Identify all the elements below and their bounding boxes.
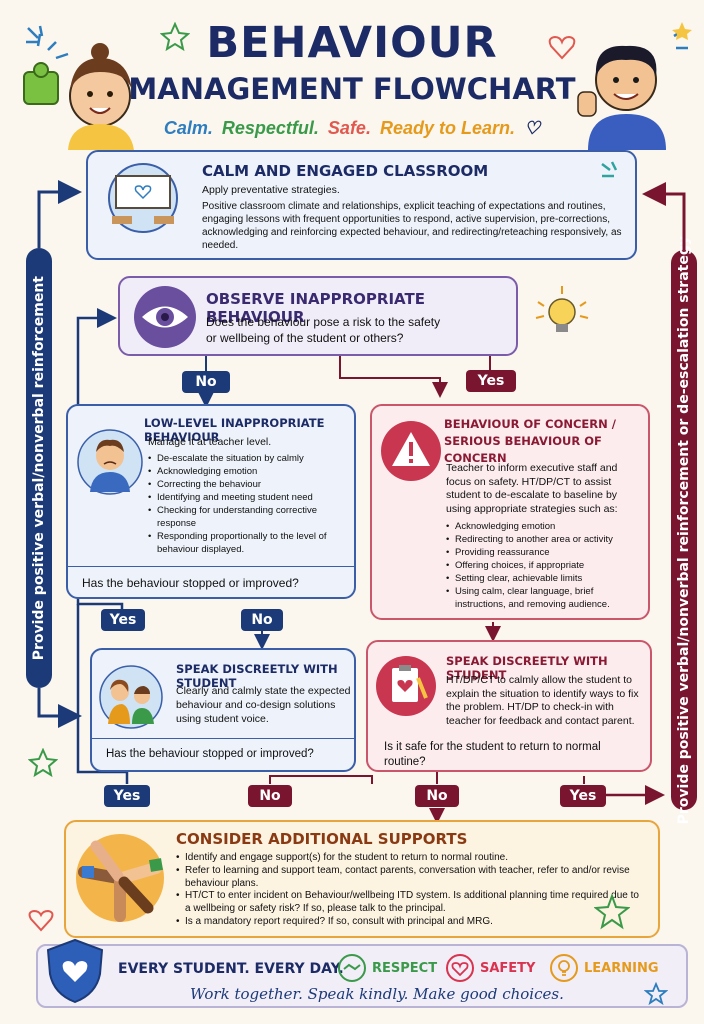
low-level-box: LOW-LEVEL INAPPROPRIATE BEHAVIOUR Manage…: [66, 404, 356, 599]
concern-box: BEHAVIOUR OF CONCERN / SERIOUS BEHAVIOUR…: [370, 404, 650, 620]
star-icon: [644, 982, 668, 1006]
sparkle-lines-icon: [601, 161, 618, 178]
eye-icon: [134, 286, 196, 348]
speak-right-yes-label: Yes: [560, 785, 606, 807]
concern-title: BEHAVIOUR OF CONCERN / SERIOUS BEHAVIOUR…: [444, 417, 616, 465]
observe-behaviour-box: OBSERVE INAPPROPRIATE BEHAVIOUR Does the…: [118, 276, 518, 356]
boy-thumbs-up-illustration: [577, 22, 692, 150]
footer-value-respect: RESPECT: [338, 954, 437, 982]
tagline: Calm. Respectful. Safe. Ready to Learn. …: [0, 118, 704, 139]
tagline-word-ready: Ready to Learn.: [379, 118, 516, 138]
supports-title: CONSIDER ADDITIONAL SUPPORTS: [176, 830, 468, 848]
additional-supports-box: CONSIDER ADDITIONAL SUPPORTS Identify an…: [64, 820, 660, 938]
calm-subtitle: Apply preventative strategies.: [202, 184, 340, 196]
observe-yes-label: Yes: [466, 370, 516, 392]
warning-icon: [381, 421, 441, 481]
page-title: BEHAVIOUR: [206, 18, 498, 68]
page-subtitle: MANAGEMENT FLOWCHART: [128, 72, 576, 106]
lightbulb-icon: [535, 286, 589, 332]
speak-right-question: Is it safe for the student to return to …: [384, 741, 601, 768]
observe-no-label: No: [182, 371, 230, 393]
handshake-icon: [338, 954, 366, 982]
speak-discreetly-left-box: SPEAK DISCREETLY WITH STUDENT Clearly an…: [90, 648, 356, 772]
clipboard-heart-icon: [376, 656, 436, 716]
left-reinforcement-bar: Provide positive verbal/nonverbal reinfo…: [26, 248, 52, 688]
girl-with-puzzle-illustration: [23, 33, 134, 150]
heart-circle-icon: [446, 954, 474, 982]
footer-banner: [36, 944, 688, 1008]
star-icon: [28, 748, 58, 778]
speak-right-body: HT/DP/CT to calmly allow the student to …: [446, 674, 639, 727]
classroom-illustration: [108, 163, 178, 233]
two-students-illustration: [99, 665, 163, 729]
speak-left-no-label: No: [248, 785, 292, 807]
sad-boy-illustration: [77, 429, 143, 495]
footer-slogan: Work together. Speak kindly. Make good c…: [190, 985, 564, 1003]
low-yes-label: Yes: [101, 609, 145, 631]
tagline-word-safe: Safe.: [327, 118, 371, 138]
low-level-title: LOW-LEVEL INAPPROPRIATE BEHAVIOUR: [144, 416, 325, 444]
list-item: Is a mandatory report required? If so, c…: [176, 916, 646, 929]
tagline-word-respectful: Respectful.: [221, 118, 319, 138]
star-icon: [594, 894, 630, 930]
list-item: Redirecting to another area or activity: [446, 533, 642, 546]
speak-discreetly-right-box: SPEAK DISCREETLY WITH STUDENT HT/DP/CT t…: [366, 640, 652, 772]
list-item: Using calm, clear language, brief instru…: [446, 585, 642, 611]
calm-classroom-box: CALM AND ENGAGED CLASSROOM Apply prevent…: [86, 150, 637, 260]
speak-left-question: Has the behaviour stopped or improved?: [106, 748, 314, 760]
speak-right-no-label: No: [415, 785, 459, 807]
list-item: Setting clear, achievable limits: [446, 572, 642, 585]
low-level-question: Has the behaviour stopped or improved?: [82, 576, 299, 590]
concern-intro: Teacher to inform executive staff and fo…: [446, 462, 618, 515]
list-item: Providing reassurance: [446, 546, 642, 559]
speak-right-title: SPEAK DISCREETLY WITH STUDENT: [446, 654, 608, 682]
shield-heart-icon: [46, 938, 104, 1004]
heart-icon: [548, 35, 576, 60]
concern-list: Acknowledging emotion Redirecting to ano…: [446, 520, 642, 611]
footer-value-learning: LEARNING: [550, 954, 659, 982]
heart-outline-icon: ♡: [524, 118, 541, 138]
speak-left-title: SPEAK DISCREETLY WITH STUDENT: [176, 662, 338, 690]
list-item: Acknowledging emotion: [148, 465, 348, 478]
speak-left-yes-label: Yes: [104, 785, 150, 807]
right-reinforcement-bar: Provide positive verbal/nonverbal reinfo…: [671, 236, 697, 824]
list-item: Refer to learning and support team, cont…: [176, 865, 646, 891]
footer-value-safety: SAFETY: [446, 954, 535, 982]
supports-list: Identify and engage support(s) for the s…: [176, 852, 646, 929]
list-item: Responding proportionally to the level o…: [148, 530, 348, 556]
observe-title: OBSERVE INAPPROPRIATE BEHAVIOUR: [206, 290, 425, 326]
sparkle-lines-icon: [26, 25, 44, 44]
calm-body: Positive classroom climate and relations…: [202, 201, 622, 251]
list-item: Identifying and meeting student need: [148, 491, 348, 504]
list-item: Correcting the behaviour: [148, 478, 348, 491]
observe-question: Does the behaviour pose a risk to the sa…: [206, 315, 441, 345]
list-item: Offering choices, if appropriate: [446, 559, 642, 572]
list-item: Identify and engage support(s) for the s…: [176, 852, 646, 865]
low-level-list: De-escalate the situation by calmly Ackn…: [148, 452, 348, 556]
low-level-intro: Manage it at teacher level.: [148, 436, 272, 448]
footer-motto: EVERY STUDENT. EVERY DAY.: [118, 961, 344, 977]
list-item: HT/CT to enter incident on Behaviour/wel…: [176, 890, 646, 916]
list-item: Acknowledging emotion: [446, 520, 642, 533]
list-item: De-escalate the situation by calmly: [148, 452, 348, 465]
calm-title: CALM AND ENGAGED CLASSROOM: [202, 162, 489, 180]
heart-icon: [28, 909, 54, 932]
list-item: Checking for understanding corrective re…: [148, 504, 348, 530]
team-hands-illustration: [76, 834, 164, 922]
star-icon: [160, 22, 190, 52]
low-no-label: No: [241, 609, 283, 631]
tagline-word-calm: Calm.: [163, 118, 213, 138]
speak-left-body: Clearly and calmly state the expected be…: [176, 685, 351, 725]
lightbulb-icon: [550, 954, 578, 982]
